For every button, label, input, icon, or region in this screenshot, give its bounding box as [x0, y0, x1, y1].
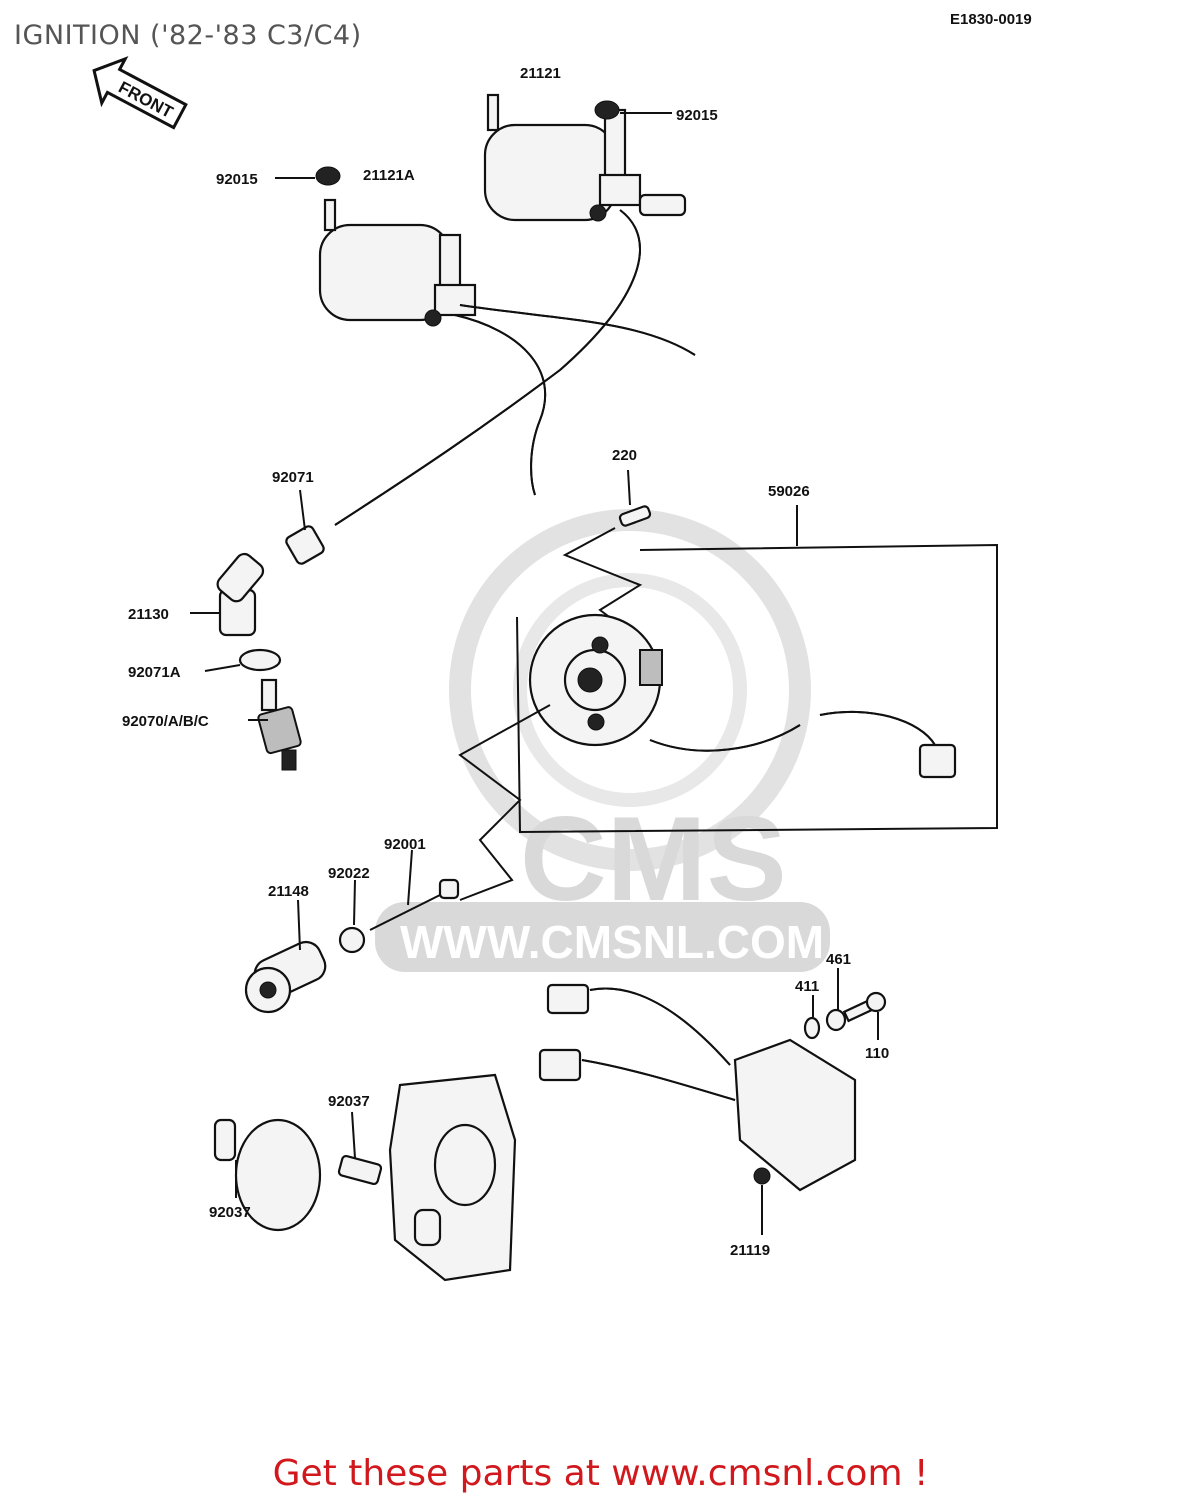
label-21121A: 21121A: [363, 167, 415, 184]
label-110: 110: [865, 1045, 889, 1062]
label-220: 220: [612, 447, 637, 464]
clamp-92037-top: [337, 1111, 383, 1186]
pickup-assembly-59026: [458, 505, 998, 901]
spark-plug-92070: [248, 678, 302, 771]
label-21148: 21148: [268, 883, 309, 900]
nut-92015-right: [594, 100, 672, 120]
rotor-21148: [244, 899, 327, 1014]
label-92071: 92071: [272, 469, 314, 486]
clamp-92037-left: [213, 1118, 322, 1232]
diagram-title: IGNITION ('82-'83 C3/C4): [14, 20, 362, 51]
ignition-coil-21121A: [318, 198, 477, 327]
label-461: 461: [826, 951, 851, 968]
cap-92071: [285, 489, 325, 565]
label-92071A: 92071A: [128, 664, 181, 681]
screw-220: [562, 469, 652, 641]
cover-plate: [388, 1073, 517, 1282]
footer-link-text[interactable]: Get these parts at www.cmsnl.com !: [272, 1453, 929, 1494]
watermark-url-pill: [375, 902, 830, 972]
nut-92015-left: [275, 166, 341, 186]
label-92037-left: 92037: [209, 1204, 251, 1221]
label-92001: 92001: [384, 836, 426, 853]
reference-code: E1830-0019: [950, 11, 1032, 28]
ht-lead-side: [459, 304, 696, 356]
watermark-url: WWW.CMSNL.COM: [400, 916, 824, 968]
label-92015-left: 92015: [216, 171, 258, 188]
label-92070: 92070/A/B/C: [122, 713, 209, 730]
front-arrow: FRONT: [92, 56, 188, 130]
seal-92071A: [204, 648, 282, 672]
ignition-coil-21121: [483, 93, 687, 222]
label-92037-top: 92037: [328, 1093, 370, 1110]
igniter-21119: [538, 983, 857, 1235]
label-411: 411: [795, 978, 819, 995]
label-92015-right: 92015: [676, 107, 718, 124]
label-59026: 59026: [768, 483, 810, 500]
plug-cap-21130: [190, 552, 265, 637]
watermark: CMS WWW.CMSNL.COM: [375, 509, 830, 972]
bolt-92001: [369, 849, 460, 931]
label-21121: 21121: [520, 65, 561, 82]
label-21119: 21119: [730, 1242, 770, 1259]
label-21130: 21130: [128, 606, 169, 623]
washer-92022: [338, 879, 366, 954]
label-92022: 92022: [328, 865, 370, 882]
part-labels: 21121 92015 92015 21121A 92071 220 59026…: [122, 65, 889, 1259]
hardware-461-411-110: [803, 968, 887, 1040]
